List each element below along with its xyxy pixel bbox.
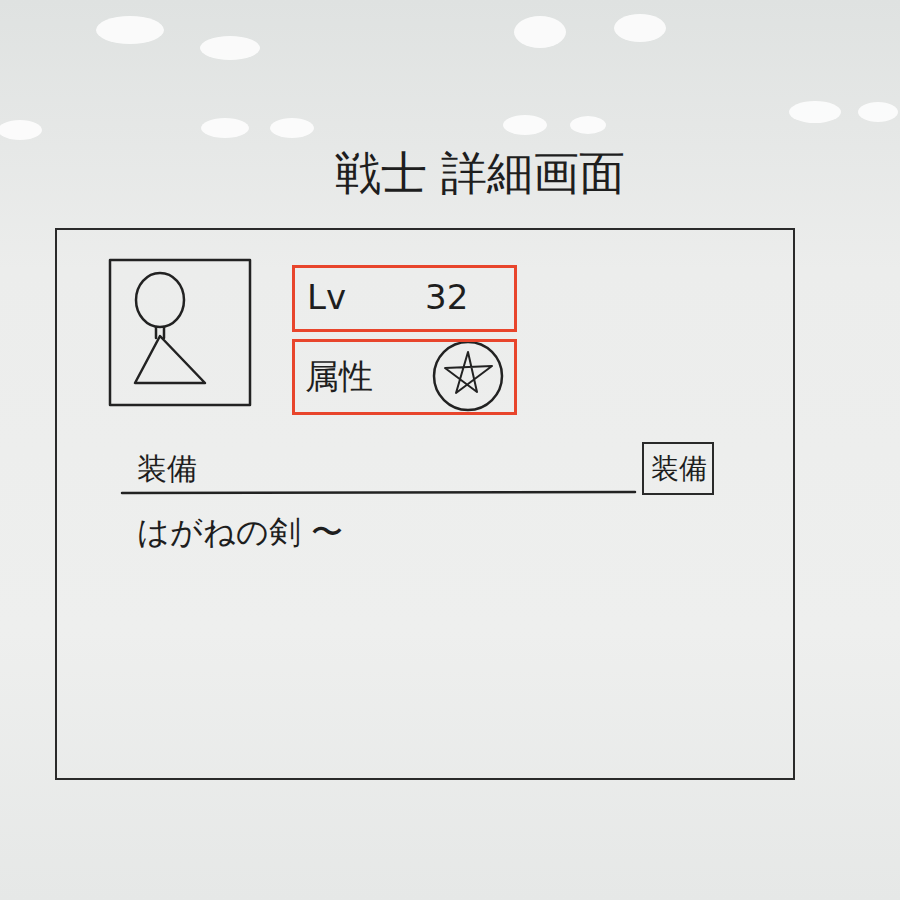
level-value: 32 — [425, 278, 468, 317]
attribute-star — [445, 352, 492, 393]
attribute-icon — [434, 342, 502, 410]
light-reflection — [96, 16, 164, 44]
equipment-item: はがねの剣 〜 — [137, 514, 343, 551]
light-reflection — [200, 36, 260, 60]
section-heading: 装備 — [137, 452, 197, 487]
page-title: 戦士 詳細画面 — [180, 146, 780, 201]
light-reflection — [858, 102, 898, 122]
avatar-head — [136, 273, 184, 327]
light-reflection — [570, 116, 606, 134]
light-reflection — [614, 14, 666, 42]
ceiling-reflections — [0, 14, 898, 140]
light-reflection — [0, 120, 42, 140]
attribute-box: 属性 — [292, 339, 517, 415]
screen-frame: 装備はがねの剣 〜 Lv 32 属性装備 — [55, 228, 795, 780]
light-reflection — [270, 118, 314, 138]
section-underline — [122, 492, 635, 493]
light-reflection — [514, 16, 566, 48]
level-box: Lv 32 — [292, 265, 517, 332]
avatar-body — [135, 336, 205, 383]
button-label: 装備 — [651, 453, 707, 485]
avatar-frame — [110, 260, 250, 405]
light-reflection — [201, 118, 249, 138]
attribute-label: 属性 — [305, 357, 373, 396]
light-reflection — [789, 101, 841, 123]
level-label: Lv — [307, 278, 346, 317]
light-reflection — [503, 115, 547, 135]
equip-button: 装備 — [642, 442, 714, 495]
